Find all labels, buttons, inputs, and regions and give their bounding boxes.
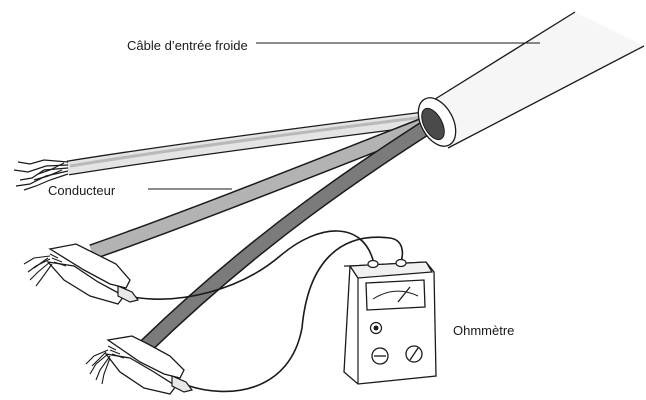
test-lead-wires: [132, 230, 404, 393]
label-ohmmeter: Ohmmètre: [453, 323, 515, 338]
ohmmeter-adjust-knob: [369, 321, 383, 335]
conductor-wire-top: [66, 110, 433, 176]
alligator-clip-lower: [85, 335, 194, 395]
ohmmeter-dial: [365, 279, 426, 311]
bare-strands-top: [13, 159, 69, 191]
cold-lead-cable: [431, 11, 645, 149]
conductor-wire-bottom: [140, 113, 443, 352]
label-cold-lead-cable: Câble d’entrée froide: [127, 38, 248, 53]
cable-end-face: [417, 97, 457, 147]
test-lead-upper: [132, 230, 374, 300]
ohmmeter: [343, 258, 437, 385]
alligator-clip-upper: [23, 243, 140, 305]
ohmmeter-selector-knobs: [371, 345, 423, 365]
label-conductor: Conducteur: [48, 183, 116, 198]
ohmmeter-terminals: [367, 258, 407, 269]
conductor-wire-middle: [89, 114, 435, 260]
label-leader-lines: [148, 42, 540, 190]
test-lead-lower: [185, 236, 404, 393]
